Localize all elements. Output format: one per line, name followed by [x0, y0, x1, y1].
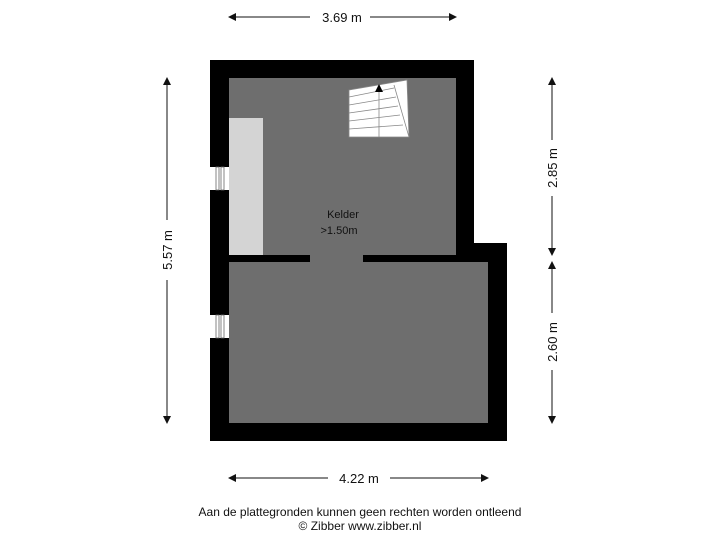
arrow-up-icon: [375, 84, 383, 92]
dimension-right-upper-height: 2.85 m: [545, 77, 560, 256]
floorplan-drawing: Kelder >1.50m 3.69 m 4.22 m 5.57 m 2.85 …: [160, 10, 560, 486]
room-name: Kelder: [327, 209, 359, 221]
partition-opening: [310, 254, 363, 263]
window-icon: [210, 314, 229, 339]
dimension-label: 3.69 m: [322, 10, 362, 25]
dimension-bottom-width: 4.22 m: [228, 471, 489, 486]
dimension-label: 4.22 m: [339, 471, 379, 486]
cabinet: [229, 118, 263, 255]
dimension-label: 5.57 m: [160, 230, 175, 270]
dimension-label: 2.85 m: [545, 148, 560, 188]
dimension-top-width: 3.69 m: [228, 10, 457, 25]
dimension-left-height: 5.57 m: [160, 77, 175, 424]
disclaimer-text: Aan de plattegronden kunnen geen rechten…: [198, 505, 522, 519]
room-height-note: >1.50m: [321, 225, 358, 237]
dimension-label: 2.60 m: [545, 322, 560, 362]
floor-lower-room: [229, 262, 488, 423]
staircase-icon: [348, 79, 410, 138]
copyright-link[interactable]: © Zibber www.zibber.nl: [298, 519, 422, 533]
floor-upper-room: [229, 78, 456, 255]
window-icon: [210, 166, 229, 191]
dimension-right-lower-height: 2.60 m: [545, 261, 560, 424]
